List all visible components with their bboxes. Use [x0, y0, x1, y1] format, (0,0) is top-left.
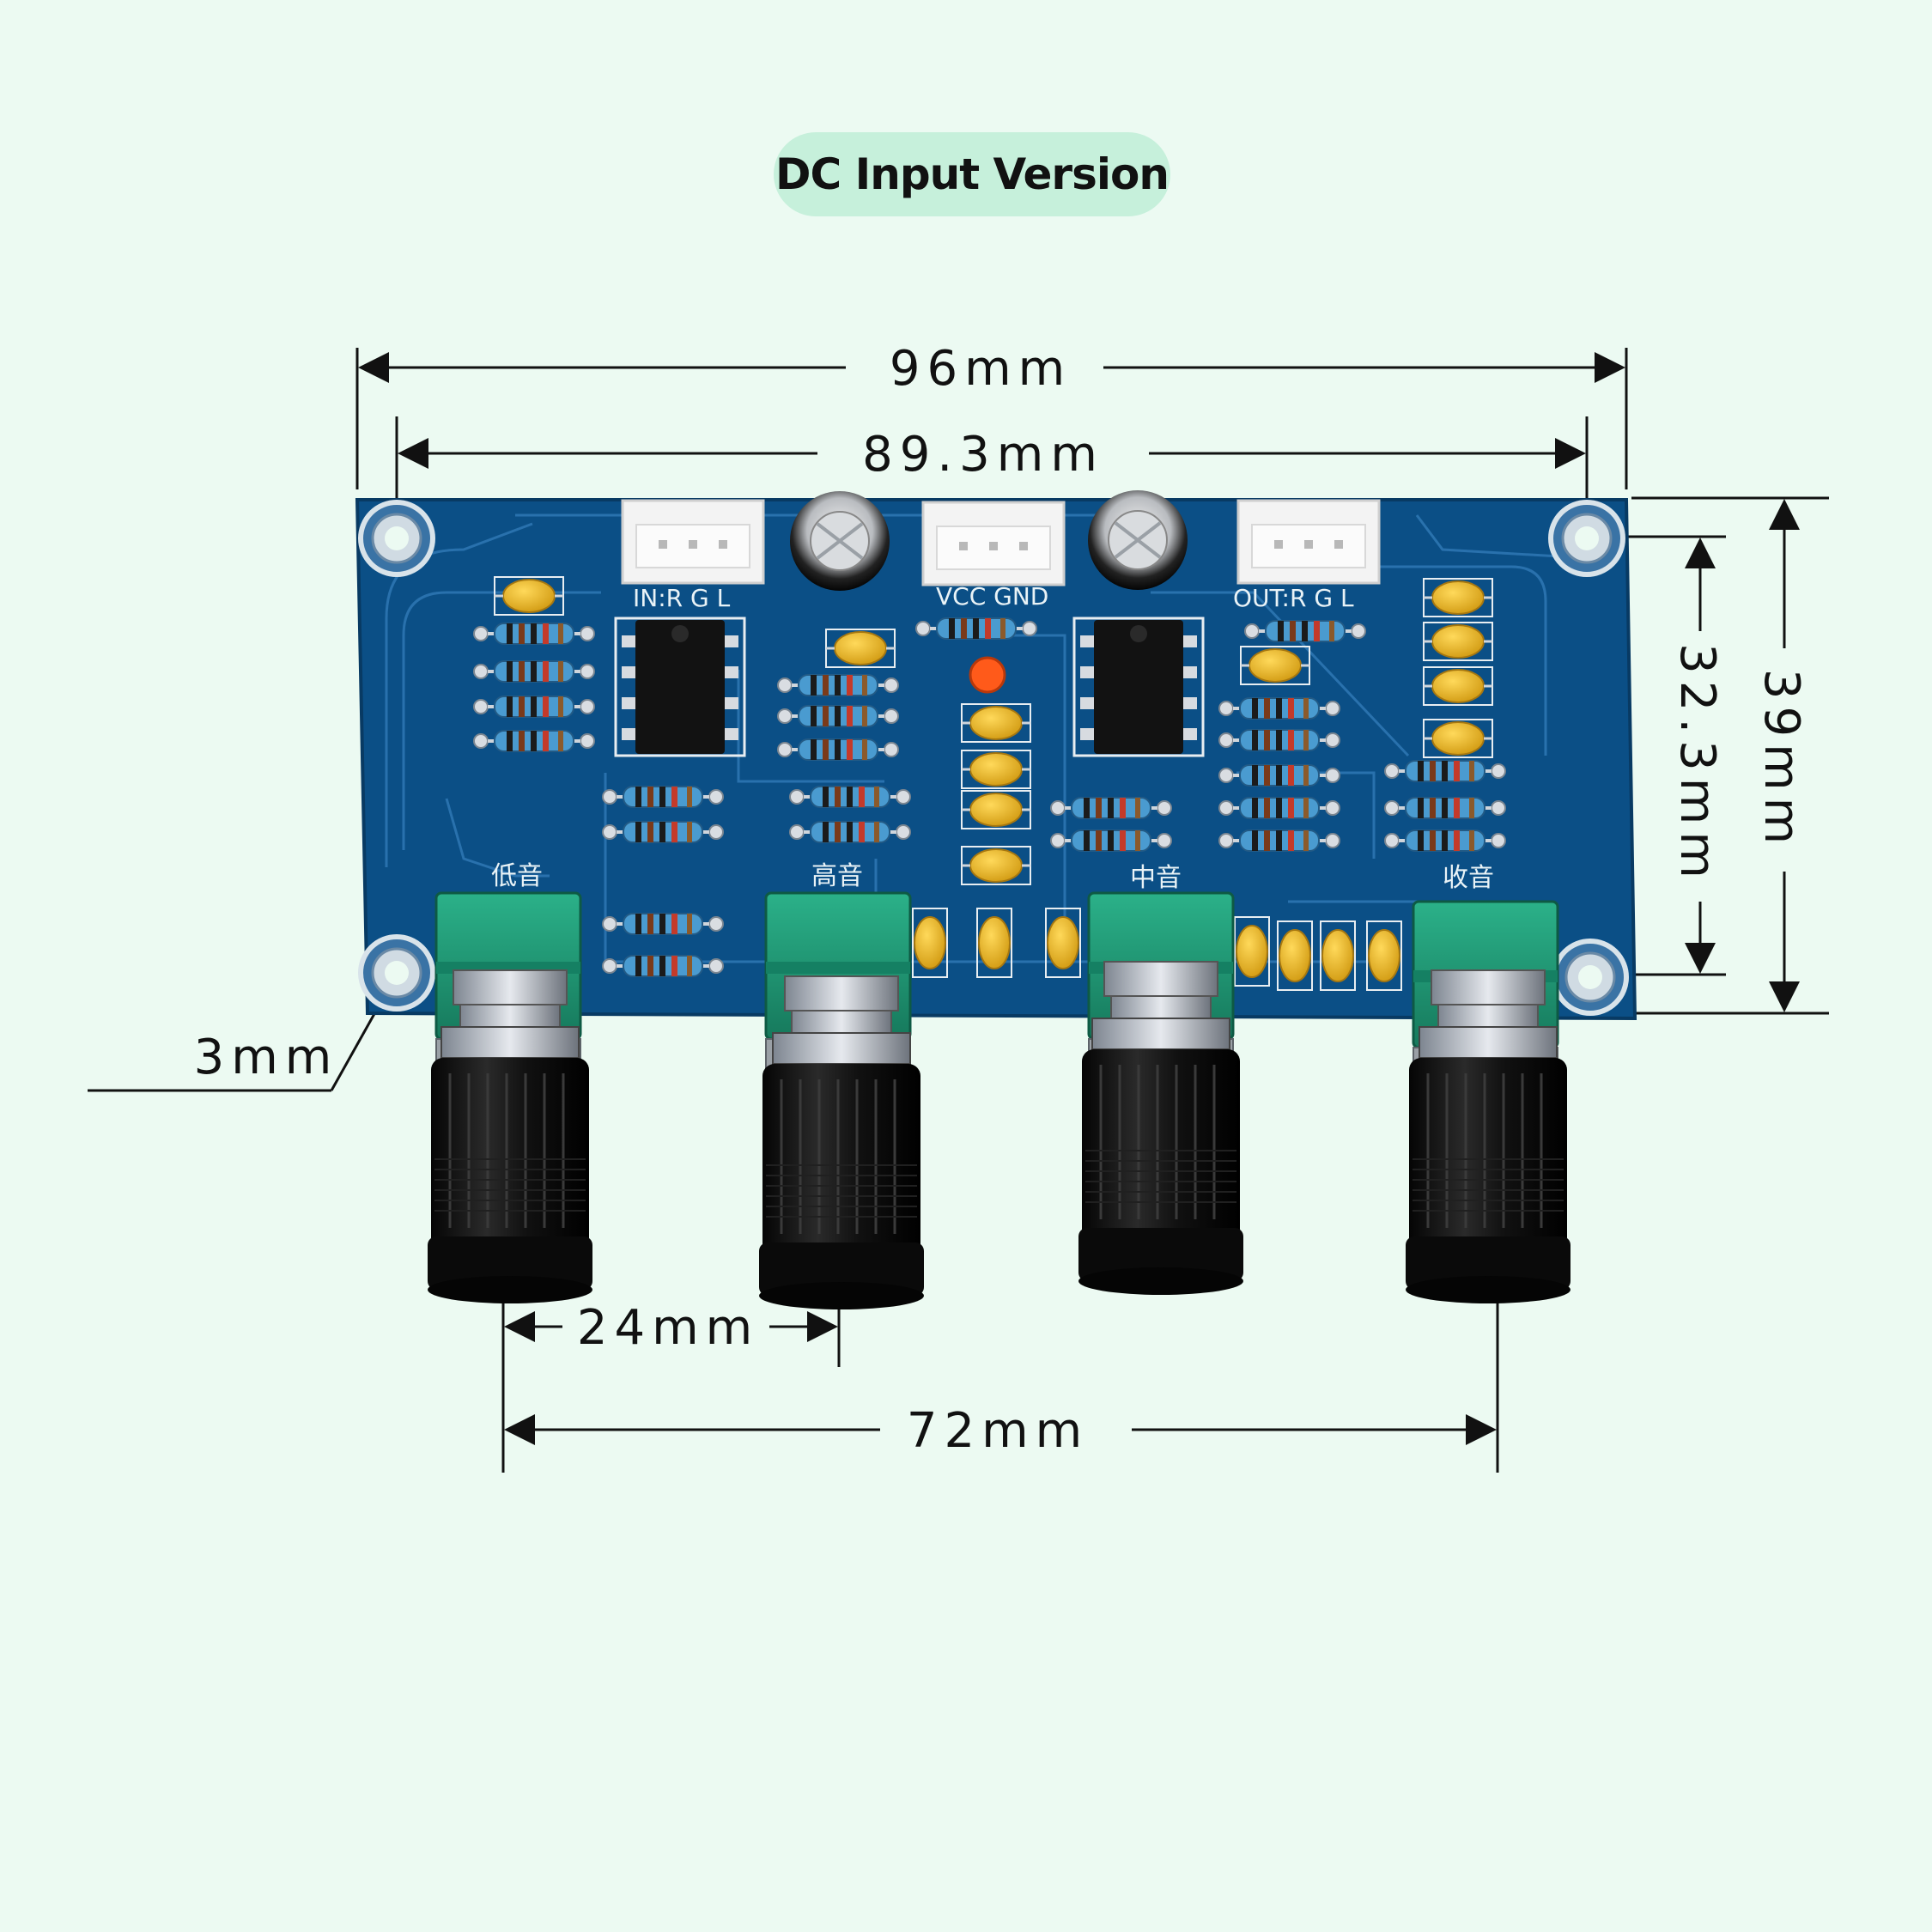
- title-text: DC Input Version: [775, 149, 1170, 199]
- pot-label-volume: 收音: [1443, 863, 1494, 893]
- hole-spacing-vertical-label: 32.3mm: [1669, 643, 1725, 885]
- board-width-label: 96mm: [890, 341, 1072, 397]
- pot-label-treble: 高音: [811, 861, 863, 891]
- power-label: VCC GND: [936, 582, 1048, 611]
- power-connector: [921, 501, 1066, 586]
- dimension-hole-spacing-vertical: 32.3mm: [1597, 535, 1726, 976]
- dimension-knob-spacing: 24mm: [501, 1297, 841, 1473]
- input-label: IN:R G L: [633, 584, 731, 612]
- output-label: OUT:R G L: [1233, 584, 1354, 612]
- dimension-hole-diameter: 3mm: [88, 961, 405, 1092]
- dimension-knob-span: 72mm: [504, 1297, 1499, 1473]
- knob-span-label: 72mm: [907, 1403, 1089, 1459]
- pot-label-bass: 低音: [491, 861, 543, 891]
- power-led: [969, 656, 1006, 694]
- dimension-board-width: 96mm: [355, 341, 1628, 489]
- output-connector: [1236, 499, 1381, 585]
- knob-spacing-label: 24mm: [577, 1300, 759, 1356]
- hole-spacing-horizontal-label: 89.3mm: [862, 427, 1104, 483]
- title-badge: DC Input Version: [774, 132, 1170, 216]
- board-height-label: 39mm: [1753, 669, 1809, 851]
- dimension-board-height: 39mm: [1631, 496, 1829, 1015]
- hole-diameter-label: 3mm: [194, 1030, 339, 1085]
- input-connector: [621, 499, 765, 585]
- electrolytic-capacitor-left: [790, 491, 890, 591]
- electrolytic-capacitor-right: [1088, 490, 1188, 590]
- pot-label-mid: 中音: [1130, 863, 1182, 893]
